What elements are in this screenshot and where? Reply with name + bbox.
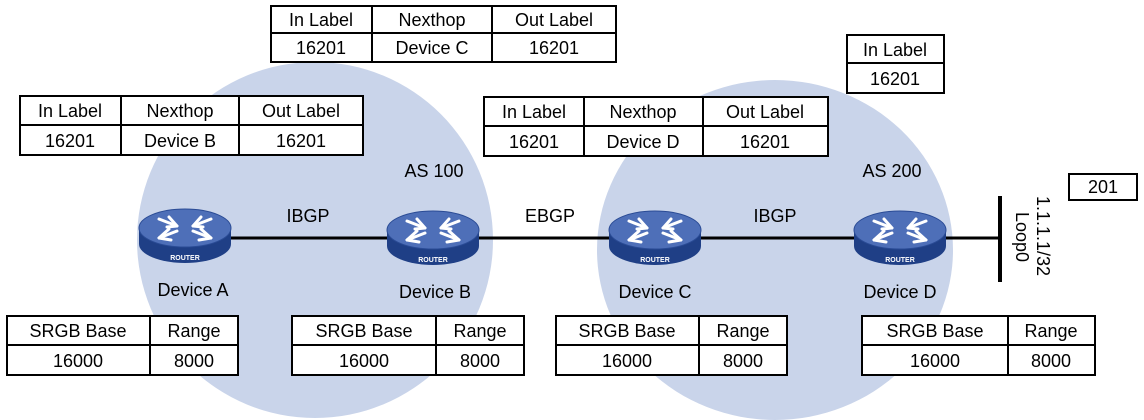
link-label-cd: IBGP xyxy=(753,206,796,226)
header-nexthop: Nexthop xyxy=(146,101,213,121)
cell-nexthop: Device B xyxy=(144,131,216,151)
header-out-label: Out Label xyxy=(726,102,804,122)
router-badge: ROUTER xyxy=(418,257,448,264)
label-table-device-b: In Label Nexthop Out Label 16201 Device … xyxy=(270,5,617,63)
cell-srgb-base: 16000 xyxy=(339,351,389,371)
link-label-ab: IBGP xyxy=(286,206,329,226)
cell-in-label: 16201 xyxy=(870,69,920,89)
cell-in-label: 16201 xyxy=(296,38,346,58)
loop0-label: Loop0 xyxy=(1012,212,1032,262)
device-c-router[interactable]: ROUTER xyxy=(607,209,703,267)
device-a-router[interactable]: ROUTER xyxy=(137,207,233,265)
header-range: Range xyxy=(453,321,506,341)
as200-label: AS 200 xyxy=(862,161,921,181)
router-badge: ROUTER xyxy=(170,255,200,262)
cell-range: 8000 xyxy=(723,351,763,371)
header-in-label: In Label xyxy=(38,101,102,121)
cell-range: 8000 xyxy=(174,351,214,371)
device-c-label: Device C xyxy=(618,282,691,302)
label-table-device-d: In Label 16201 xyxy=(846,34,945,94)
header-srgb-base: SRGB Base xyxy=(886,321,983,341)
cell-nexthop: Device D xyxy=(606,132,679,152)
header-srgb-base: SRGB Base xyxy=(578,321,675,341)
cell-out-label: 16201 xyxy=(740,132,790,152)
header-out-label: Out Label xyxy=(262,101,340,121)
loop-label-value: 201 xyxy=(1088,177,1118,197)
label-table-device-c: In Label Nexthop Out Label 16201 Device … xyxy=(483,96,829,157)
cell-range: 8000 xyxy=(460,351,500,371)
header-range: Range xyxy=(167,321,220,341)
header-in-label: In Label xyxy=(289,10,353,30)
cell-range: 8000 xyxy=(1031,351,1071,371)
srgb-table-device-c: SRGB Base Range 16000 8000 xyxy=(555,315,788,376)
cell-srgb-base: 16000 xyxy=(910,351,960,371)
cell-out-label: 16201 xyxy=(529,38,579,58)
label-table-device-a: In Label Nexthop Out Label 16201 Device … xyxy=(19,95,364,156)
srgb-table-device-a: SRGB Base Range 16000 8000 xyxy=(6,315,239,376)
device-d-label: Device D xyxy=(863,282,936,302)
header-nexthop: Nexthop xyxy=(398,10,465,30)
cell-out-label: 16201 xyxy=(276,131,326,151)
header-in-label: In Label xyxy=(863,40,927,60)
loop-label-box: 201 xyxy=(1068,173,1138,201)
as100-label: AS 100 xyxy=(404,161,463,181)
srgb-table-device-d: SRGB Base Range 16000 8000 xyxy=(861,315,1096,376)
device-b-router[interactable]: ROUTER xyxy=(385,209,481,267)
device-a-label: Device A xyxy=(157,280,228,300)
device-d-router[interactable]: ROUTER xyxy=(852,209,948,267)
header-in-label: In Label xyxy=(502,102,566,122)
cell-nexthop: Device C xyxy=(395,38,468,58)
cell-srgb-base: 16000 xyxy=(602,351,652,371)
loop0-ip: 1.1.1.1/32 xyxy=(1033,196,1053,276)
srgb-table-device-b: SRGB Base Range 16000 8000 xyxy=(291,315,525,376)
header-srgb-base: SRGB Base xyxy=(29,321,126,341)
header-nexthop: Nexthop xyxy=(609,102,676,122)
cell-srgb-base: 16000 xyxy=(53,351,103,371)
header-range: Range xyxy=(1024,321,1077,341)
header-srgb-base: SRGB Base xyxy=(315,321,412,341)
cell-in-label: 16201 xyxy=(45,131,95,151)
cell-in-label: 16201 xyxy=(509,132,559,152)
header-out-label: Out Label xyxy=(515,10,593,30)
header-range: Range xyxy=(716,321,769,341)
router-badge: ROUTER xyxy=(885,257,915,264)
link-label-bc: EBGP xyxy=(525,206,575,226)
device-b-label: Device B xyxy=(399,282,471,302)
router-badge: ROUTER xyxy=(640,257,670,264)
